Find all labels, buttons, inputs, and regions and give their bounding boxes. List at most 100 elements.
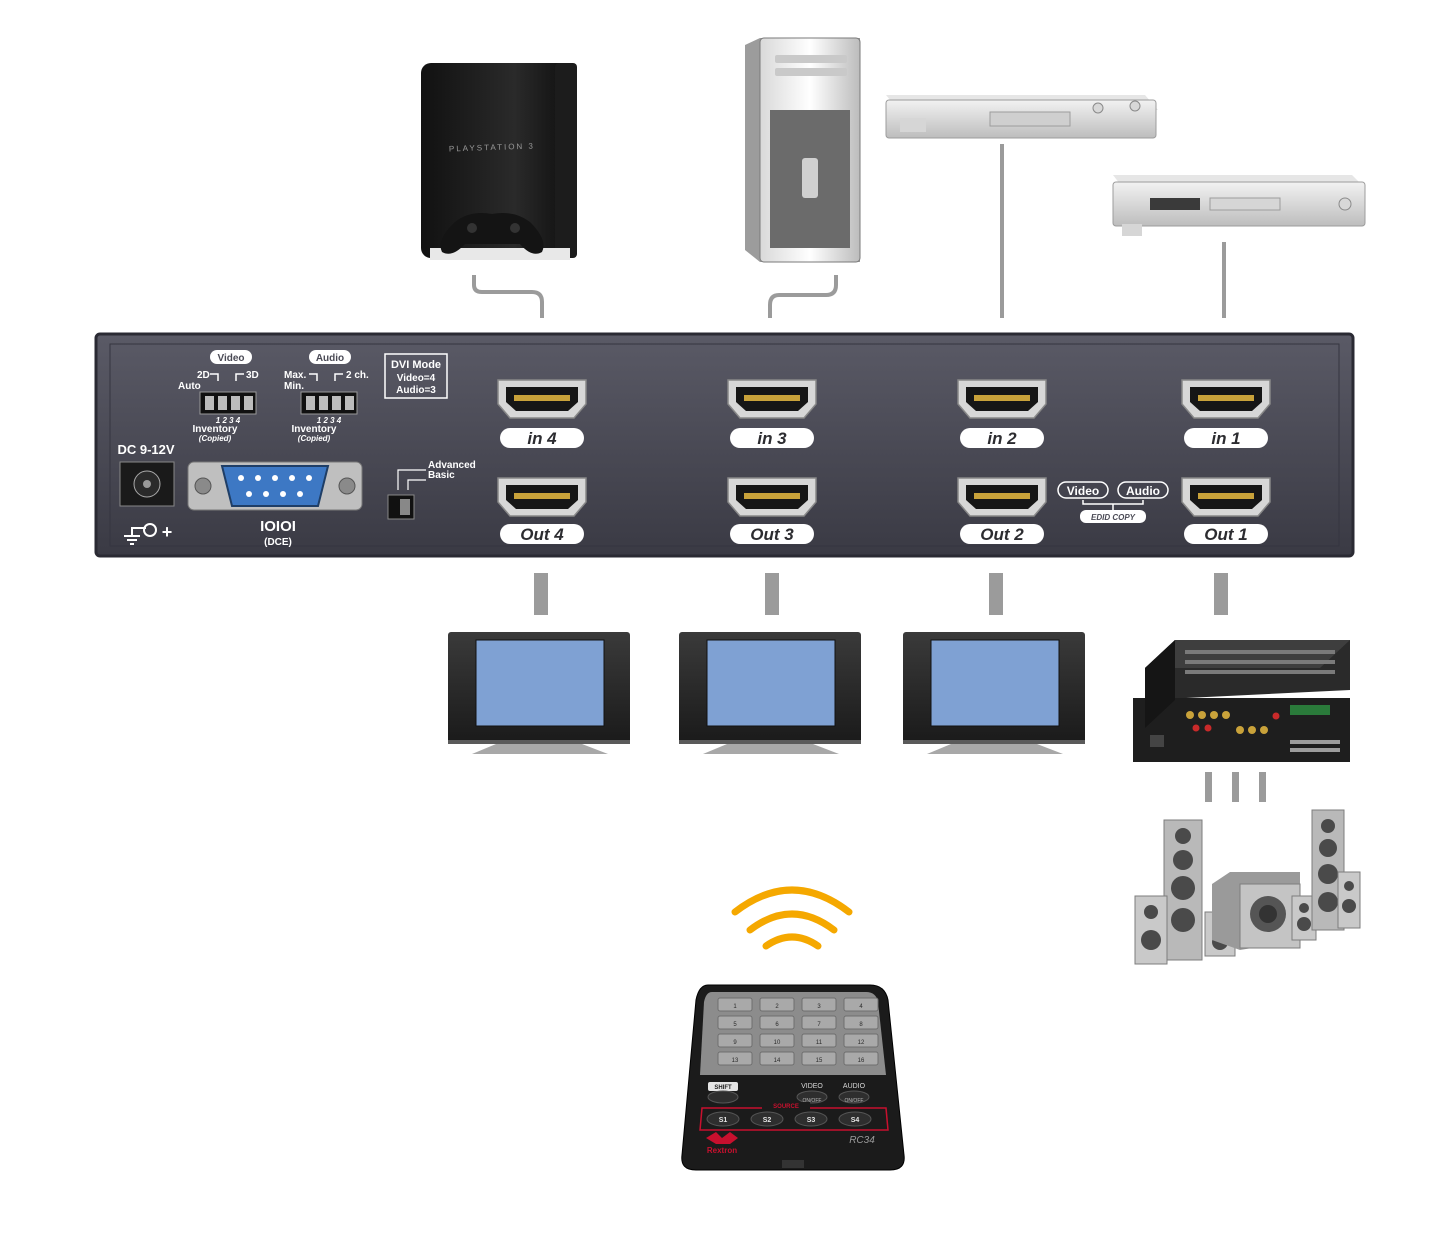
hdmi-input-port[interactable] — [957, 379, 1047, 419]
keypad-button[interactable] — [801, 1051, 837, 1066]
remote-video-label: VIDEO — [801, 1083, 823, 1090]
keypad-label: 3 — [817, 1004, 821, 1010]
video-auto-label: Auto — [178, 381, 201, 392]
output-label: Out 2 — [980, 525, 1024, 544]
shift-label: SHIFT — [714, 1085, 732, 1091]
keypad-button[interactable] — [717, 1015, 753, 1030]
dc-label: DC 9-12V — [117, 442, 174, 457]
shift-button[interactable] — [708, 1082, 738, 1091]
audio-inventory-label: Inventory — [291, 424, 336, 435]
pc-tower-icon — [745, 37, 861, 263]
shift-key[interactable] — [707, 1090, 739, 1104]
speaker-system-icon — [1134, 809, 1361, 965]
audio-dip-numbers: 1 2 3 4 — [317, 416, 342, 425]
input-label: in 3 — [757, 429, 787, 448]
keypad-button[interactable] — [801, 1033, 837, 1048]
power-plus-symbol: + — [162, 522, 173, 542]
gamepad-icon — [440, 213, 544, 254]
keypad-label: 13 — [732, 1058, 739, 1064]
video-onoff-key[interactable] — [796, 1090, 828, 1104]
video-2d-label: 2D — [197, 370, 210, 381]
video-inventory-label: Inventory — [192, 424, 237, 435]
input-cables — [472, 144, 1226, 318]
output-label: Out 3 — [750, 525, 794, 544]
hdmi-output-port[interactable] — [727, 477, 817, 517]
input-label-pill — [500, 428, 584, 448]
rextron-logo-icon: Rextron — [706, 1132, 738, 1155]
remote-audio-label: AUDIO — [843, 1083, 866, 1090]
audio-max-label: Max. — [284, 370, 306, 381]
rs232-port[interactable] — [220, 465, 330, 507]
keypad-button[interactable] — [843, 997, 879, 1012]
keypad-label: 10 — [774, 1040, 781, 1046]
displays — [448, 632, 1085, 754]
input-label: in 1 — [1211, 429, 1240, 448]
video-3d-label: 3D — [246, 370, 259, 381]
tv-display-icon — [903, 632, 1085, 754]
game-console-icon: PLAYSTATION 3 — [421, 63, 577, 260]
audio-2ch-label: 2 ch. — [346, 370, 369, 381]
hdmi-output-port[interactable] — [497, 477, 587, 517]
hdmi-output-port[interactable] — [1181, 477, 1271, 517]
source-button-label: S3 — [807, 1117, 816, 1124]
matrix-switch: DC 9-12V + Video 2D Auto 3D 1 2 3 4 Inve… — [94, 332, 1355, 558]
output-label-pill — [730, 524, 814, 544]
keypad-label: 9 — [733, 1040, 737, 1046]
keypad-label: 4 — [859, 1004, 863, 1010]
rs232-symbol: IOIOI — [260, 518, 296, 535]
edid-video-label: Video — [1067, 484, 1099, 498]
dvi-mode-audio: Audio=3 — [396, 385, 436, 396]
keypad-label: 16 — [858, 1058, 865, 1064]
output-label-pill — [500, 524, 584, 544]
keypad-button[interactable] — [843, 1015, 879, 1030]
keypad-button[interactable] — [759, 1051, 795, 1066]
keypad-label: 11 — [816, 1040, 823, 1046]
keypad-button[interactable] — [759, 1015, 795, 1030]
input-label-pill — [1184, 428, 1268, 448]
keypad-button[interactable] — [717, 1033, 753, 1048]
keypad-label: 1 — [733, 1004, 737, 1010]
keypad-button[interactable] — [759, 1033, 795, 1048]
source-button[interactable] — [838, 1111, 872, 1127]
keypad-button[interactable] — [717, 997, 753, 1012]
polarity-icon — [124, 523, 157, 545]
video-badge: Video — [217, 353, 244, 364]
keypad-button[interactable] — [801, 997, 837, 1012]
video-onoff-label: ON/OFF — [803, 1098, 822, 1104]
keypad-button[interactable] — [843, 1033, 879, 1048]
keypad-button[interactable] — [843, 1051, 879, 1066]
mode-basic-label: Basic — [428, 470, 455, 481]
keypad-label: 8 — [859, 1022, 863, 1028]
edid-audio-label: Audio — [1126, 484, 1160, 498]
audio-onoff-label: ON/OFF — [845, 1098, 864, 1104]
hdmi-output-port[interactable] — [957, 477, 1047, 517]
dvi-mode-video: Video=4 — [397, 373, 436, 384]
video-dip-numbers: 1 2 3 4 — [216, 416, 241, 425]
tv-display-icon — [448, 632, 630, 754]
video-copied-label: (Copied) — [199, 434, 232, 443]
keypad-button[interactable] — [801, 1015, 837, 1030]
keypad-label: 6 — [775, 1022, 779, 1028]
keypad-button[interactable] — [759, 997, 795, 1012]
output-label: Out 1 — [1204, 525, 1247, 544]
source-button[interactable] — [750, 1111, 784, 1127]
dvd-player-icon — [1112, 175, 1366, 236]
hdmi-input-port[interactable] — [497, 379, 587, 419]
keypad-label: 12 — [858, 1040, 865, 1046]
tv-display-icon — [679, 632, 861, 754]
audio-onoff-key[interactable] — [838, 1090, 870, 1104]
hdmi-input-port[interactable] — [1181, 379, 1271, 419]
source-button[interactable] — [794, 1111, 828, 1127]
input-label-pill — [730, 428, 814, 448]
output-label-pill — [960, 524, 1044, 544]
remote-brand: Rextron — [707, 1146, 737, 1155]
edid-copy-label: EDID COPY — [1091, 513, 1136, 522]
keypad-button[interactable] — [717, 1051, 753, 1066]
source-button-label: S1 — [719, 1117, 728, 1124]
hdmi-input-port[interactable] — [727, 379, 817, 419]
source-button[interactable] — [706, 1111, 740, 1127]
